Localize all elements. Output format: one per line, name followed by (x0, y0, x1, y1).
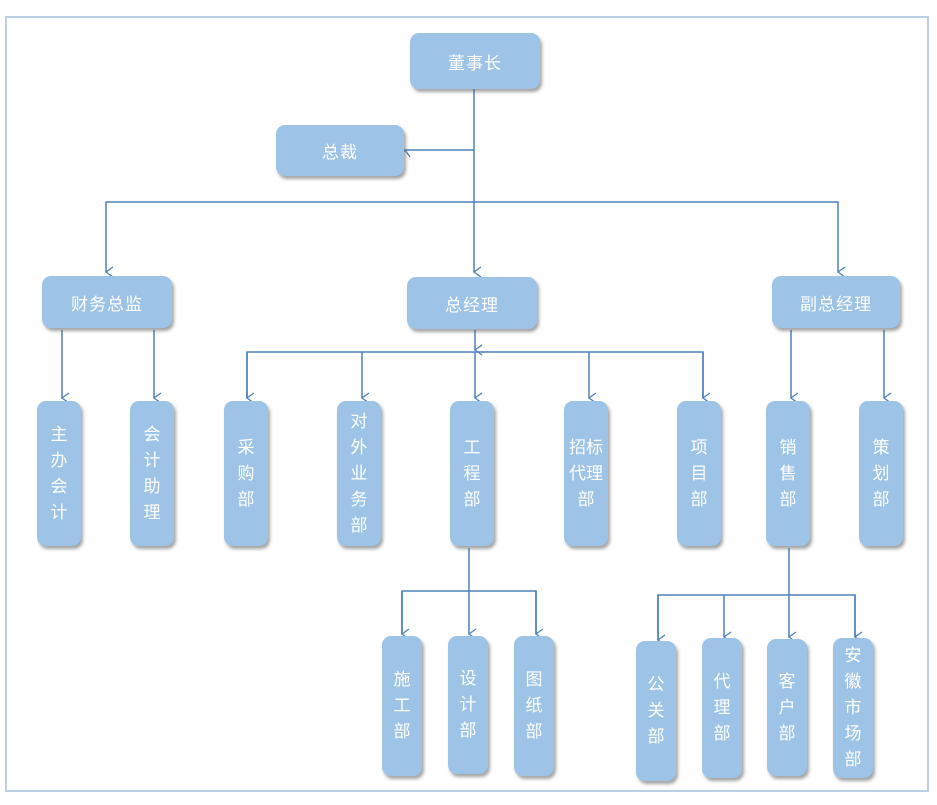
node-label: 项目部 (690, 437, 708, 510)
node-drawings: 图纸部 (514, 636, 554, 776)
node-project: 项目部 (677, 401, 721, 546)
node-label: 图纸部 (525, 670, 543, 742)
node-label: 主办会计 (50, 424, 68, 523)
node-purchasing: 采购部 (224, 401, 268, 546)
node-chairman: 董事长 (410, 33, 540, 89)
connector-sales-bus (657, 594, 856, 640)
connector-cfo (104, 201, 474, 278)
node-public-relations: 公关部 (636, 641, 676, 781)
node-cfo: 财务总监 (42, 276, 172, 328)
node-anhui-market: 安徽市场部 (833, 638, 873, 778)
node-label: 代理部 (713, 672, 731, 744)
connector-deputy-gm (474, 201, 846, 278)
node-chief-accountant: 主办会计 (37, 401, 81, 546)
node-label: 招标代理部 (569, 437, 603, 510)
node-design: 设计部 (448, 636, 488, 774)
node-label: 销售部 (779, 437, 797, 510)
node-sales: 销售部 (766, 401, 810, 546)
node-gm: 总经理 (407, 277, 537, 329)
node-label: 工程部 (463, 437, 481, 510)
node-label: 公关部 (647, 675, 665, 747)
node-label: 会计助理 (143, 424, 161, 523)
node-customer: 客户部 (767, 639, 807, 776)
node-bidding-agency: 招标代理部 (564, 401, 608, 546)
node-deputy-gm: 副总经理 (772, 276, 900, 328)
node-president: 总裁 (276, 125, 404, 176)
node-agency: 代理部 (702, 638, 742, 778)
node-label: 客户部 (778, 671, 796, 744)
node-label: 安徽市场部 (844, 646, 862, 770)
node-label: 设计部 (459, 669, 477, 741)
node-label: 对外业务部 (350, 411, 368, 536)
node-accounting-assistant: 会计助理 (130, 401, 174, 546)
node-construction: 施工部 (382, 636, 422, 776)
node-label: 采购部 (237, 437, 255, 510)
node-label: 施工部 (393, 670, 411, 742)
node-engineering: 工程部 (450, 401, 494, 546)
diagram-frame (5, 16, 929, 792)
node-planning: 策划部 (859, 401, 903, 546)
node-external-business: 对外业务部 (337, 401, 381, 546)
node-label: 策划部 (872, 437, 890, 510)
